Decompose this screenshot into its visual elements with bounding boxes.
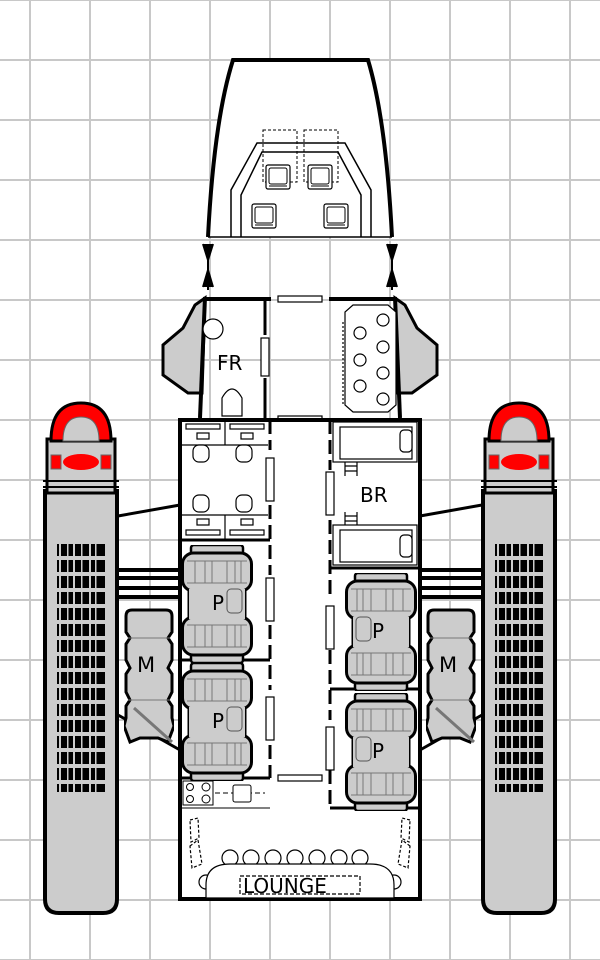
cockpit	[206, 58, 394, 238]
sink-icon	[202, 318, 224, 340]
pod-label: P	[372, 619, 384, 643]
left-engine-nacelle	[43, 403, 119, 913]
lounge-label: LOUNGE	[243, 874, 327, 898]
cargo-rack	[342, 304, 397, 413]
pilot-seat	[266, 165, 290, 189]
crew-quarters	[180, 420, 268, 540]
lounge-furniture	[189, 817, 411, 899]
corridor-doors[interactable]	[265, 457, 335, 782]
crew-seat	[252, 204, 276, 228]
pod-label: P	[212, 709, 224, 733]
galley	[182, 780, 265, 806]
docking-markers	[202, 243, 398, 290]
copilot-seat	[308, 165, 332, 189]
left-module-label: M	[137, 653, 155, 677]
right-module-label: M	[439, 653, 457, 677]
fresher-door[interactable]	[260, 337, 270, 377]
toilet-icon	[221, 388, 243, 417]
right-engine-nacelle	[481, 403, 557, 913]
pod-label: P	[212, 591, 224, 615]
right-fin	[393, 295, 439, 395]
left-fin	[161, 295, 207, 395]
door[interactable]	[277, 295, 323, 303]
fresher-label: FR	[217, 351, 243, 375]
crew-seat	[324, 204, 348, 228]
pod-label: P	[372, 739, 384, 763]
bunk-room-label: BR	[360, 483, 388, 507]
bunks	[332, 421, 418, 566]
